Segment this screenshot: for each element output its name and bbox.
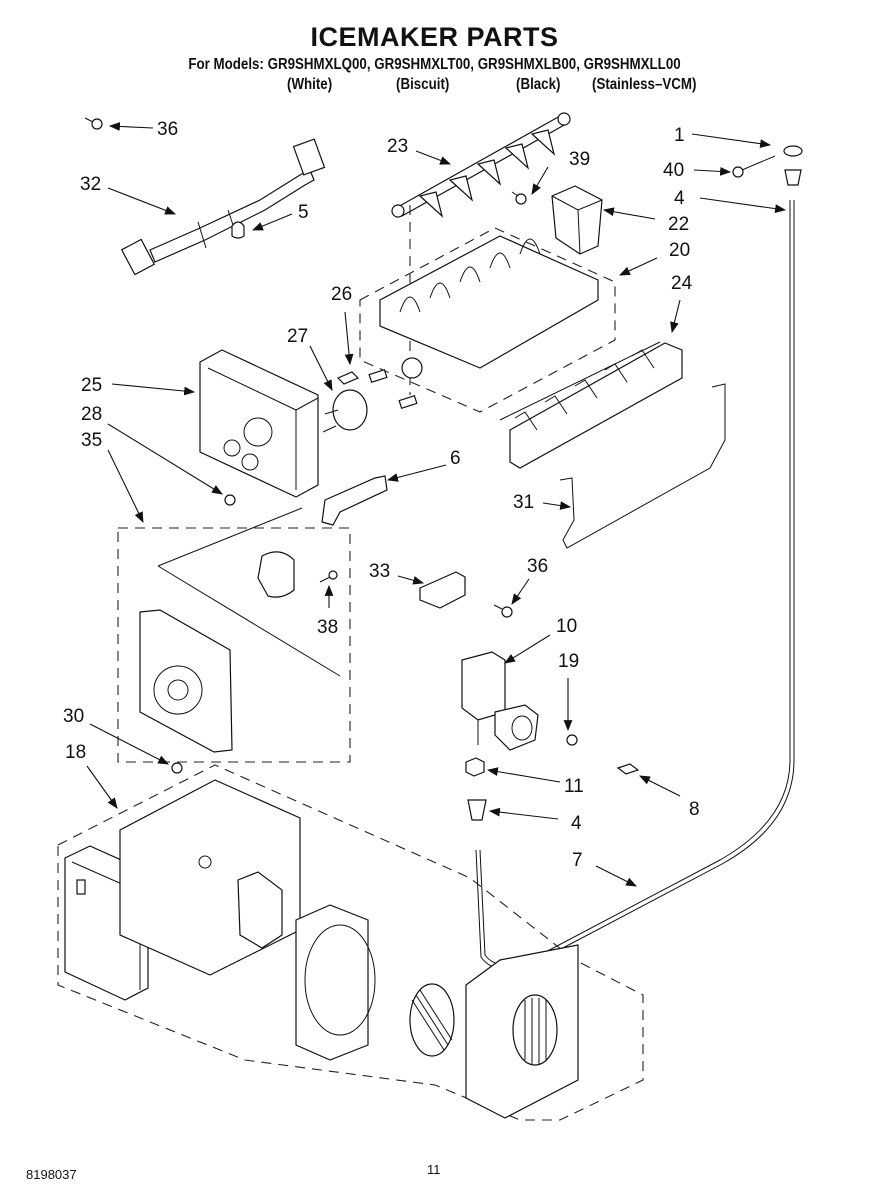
part-label-10: 10 [556, 616, 577, 637]
part-labels: 36 32 5 23 39 22 20 1 40 4 24 26 27 25 2… [63, 119, 700, 871]
variant-stainless: (Stainless–VCM) [592, 76, 697, 93]
wire-harness-drawing [120, 138, 326, 276]
leader-lines [86, 122, 787, 887]
screw-38-drawing [319, 570, 338, 583]
thermostat-drawing [322, 371, 368, 433]
part-label-28: 28 [81, 404, 102, 425]
part-label-30: 30 [63, 706, 84, 727]
clip-8-drawing [616, 763, 640, 775]
part-label-1: 1 [674, 125, 685, 146]
part-label-39: 39 [569, 149, 590, 170]
screw-30-drawing [171, 762, 183, 774]
part-label-5: 5 [298, 202, 309, 223]
auger-motor-assembly-drawing [57, 764, 644, 1121]
part-label-24: 24 [671, 273, 693, 294]
screw-36-middle-drawing [493, 604, 513, 618]
part-label-4-bottom: 4 [571, 813, 582, 834]
water-valve-drawing [461, 651, 539, 751]
page-number: 11 [427, 1162, 441, 1177]
shut-off-arm-drawing [559, 383, 726, 549]
part-label-36-top: 36 [157, 119, 178, 140]
ejector-drawing [391, 112, 571, 218]
part-label-6: 6 [450, 448, 461, 469]
fill-cup-drawing [551, 185, 603, 255]
nut-11-drawing [465, 757, 485, 777]
part-label-11: 11 [564, 776, 584, 797]
part-label-38: 38 [317, 617, 338, 638]
screw-19-drawing [566, 734, 578, 746]
cover-33-drawing [419, 571, 466, 609]
models-line: For Models: GR9SHMXLQ00, GR9SHMXLT00, GR… [188, 56, 681, 73]
bracket-drawing [321, 475, 388, 526]
document-number: 8198037 [26, 1167, 77, 1182]
variant-biscuit: (Biscuit) [396, 76, 450, 93]
part-label-35: 35 [81, 430, 102, 451]
part-label-33: 33 [369, 561, 390, 582]
part-label-22: 22 [668, 214, 689, 235]
screw-39-drawing [511, 191, 527, 205]
part-label-31: 31 [513, 492, 534, 513]
part-label-18: 18 [65, 742, 86, 763]
part-label-40: 40 [663, 160, 684, 181]
clip-5-drawing [231, 221, 245, 239]
part-label-32: 32 [80, 174, 101, 195]
screw-28-drawing [224, 494, 236, 506]
part-label-8: 8 [689, 799, 700, 820]
part-label-26: 26 [331, 284, 352, 305]
part-label-7: 7 [572, 850, 583, 871]
screw-36-top-drawing [84, 117, 103, 130]
inlet-fitting-drawing [732, 145, 803, 186]
variant-white: (White) [287, 76, 333, 93]
page-title: ICEMAKER PARTS [310, 22, 559, 52]
module-assembly-drawing [117, 507, 351, 763]
part-label-27: 27 [287, 326, 308, 347]
part-label-19: 19 [558, 651, 579, 672]
module-housing-drawing [199, 349, 319, 498]
ice-mold-drawing [359, 205, 616, 413]
fitting-4-lower-drawing [467, 799, 487, 821]
stripper-drawing [499, 341, 683, 469]
part-label-25: 25 [81, 375, 102, 396]
part-label-23: 23 [387, 136, 408, 157]
part-label-20: 20 [669, 240, 690, 261]
part-label-36-middle: 36 [527, 556, 548, 577]
variant-black: (Black) [516, 76, 561, 93]
part-label-4-top: 4 [674, 188, 685, 209]
